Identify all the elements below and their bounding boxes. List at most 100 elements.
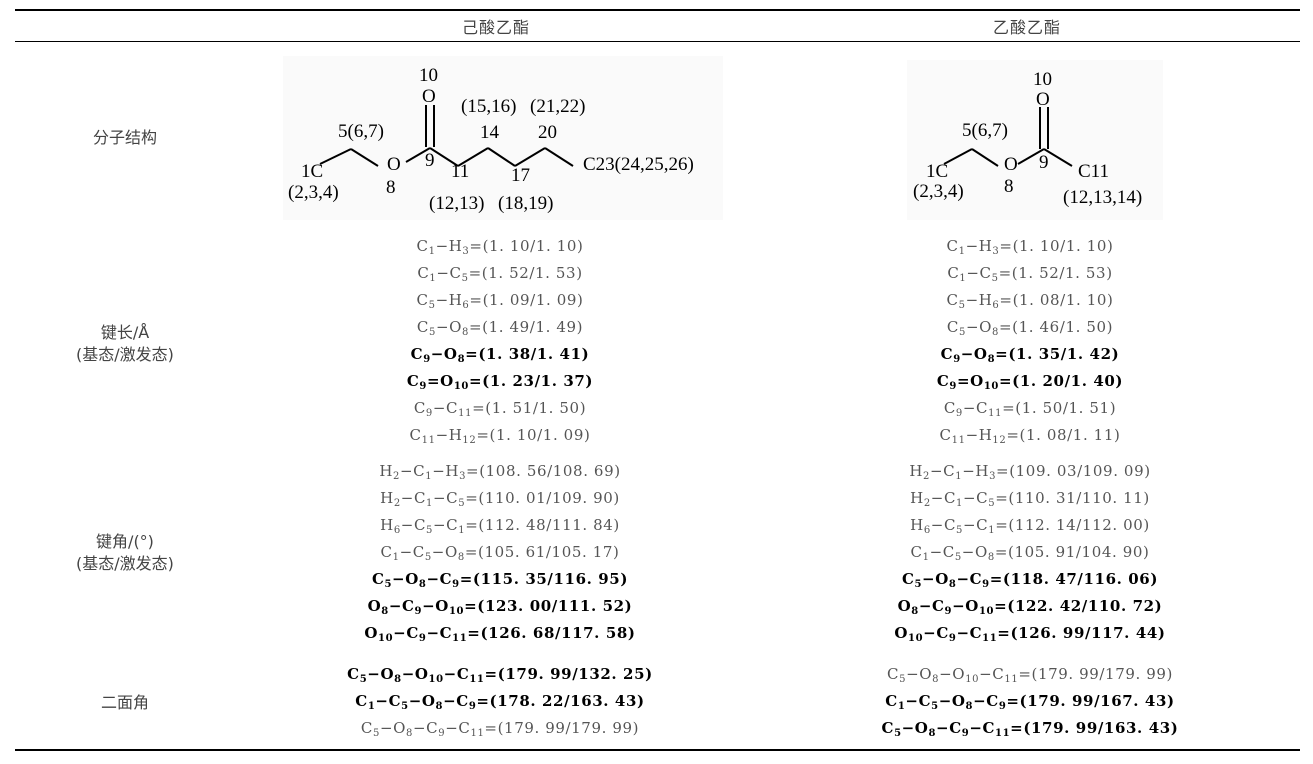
angle-c5-o8-c9: C5−O8−C9=(118. 47/116. 06) bbox=[901, 570, 1159, 590]
bond-c1-c5: C1−C5=(1. 52/1. 53) bbox=[417, 264, 583, 284]
angle-value: (112. 48/111. 84) bbox=[478, 516, 620, 534]
ethyl-acetate-structure: 10 O 5(6,7) 1C (2,3,4) O 8 9 C11 (12,13,… bbox=[907, 60, 1163, 220]
bond-c5-h6: C5−H6=(1. 09/1. 09) bbox=[416, 291, 584, 311]
angle-value: (122. 42/110. 72) bbox=[1007, 597, 1163, 615]
label-o10-number: 10 bbox=[419, 65, 438, 86]
label-h2: (2,3,4) bbox=[913, 181, 964, 202]
dihedral-label: 二面角 bbox=[100, 693, 149, 712]
angle-o8-c9-o10: O8−C9−O10=(123. 00/111. 52) bbox=[367, 597, 633, 617]
bond-value: (1. 10/1. 10) bbox=[482, 237, 584, 255]
row-label-dihedral: 二面角 bbox=[20, 692, 230, 714]
bond-c5-o8: C5−O8=(1. 49/1. 49) bbox=[416, 318, 584, 338]
bond-angles-ethyl-acetate: H2−C1−H3=(109. 03/109. 09) H2−C1−C5=(110… bbox=[760, 458, 1300, 647]
bond-value: (1. 10/1. 09) bbox=[489, 426, 591, 444]
label-h2: (2,3,4) bbox=[288, 182, 339, 203]
angle-h6-c5-c1: H6−C5−C1=(112. 14/112. 00) bbox=[910, 516, 1150, 536]
dihedral-value: (179. 99/132. 25) bbox=[497, 665, 653, 683]
row-label-bond-angle: 键角/(°) (基态/激发态) bbox=[20, 531, 230, 575]
bond-c9-o8: C9−O8=(1. 35/1. 42) bbox=[940, 345, 1120, 365]
structure-label: 分子结构 bbox=[92, 128, 157, 147]
bond-c9-o10: C9=O10=(1. 23/1. 37) bbox=[406, 372, 594, 392]
angle-value: (126. 99/117. 44) bbox=[1010, 624, 1166, 642]
angle-value: (118. 47/116. 06) bbox=[1002, 570, 1159, 588]
label-c5: 5(6,7) bbox=[338, 121, 384, 142]
bond-lengths-ethyl-acetate: C1−H3=(1. 10/1. 10) C1−C5=(1. 52/1. 53) … bbox=[760, 233, 1300, 449]
label-c11: C11 bbox=[1078, 161, 1109, 182]
table-header-rule bbox=[15, 41, 1300, 42]
label-c5: 5(6,7) bbox=[962, 120, 1008, 141]
dihedral-c5-o8-o10-c11: C5−O8−O10−C11=(179. 99/179. 99) bbox=[887, 665, 1173, 685]
bond-value: (1. 08/1. 11) bbox=[1019, 426, 1121, 444]
bond-value: (1. 35/1. 42) bbox=[1008, 345, 1120, 363]
label-c23: C23(24,25,26) bbox=[583, 154, 694, 175]
label-o8: O bbox=[387, 154, 401, 175]
label-c14: 14 bbox=[480, 122, 500, 143]
bond-c1-h3: C1−H3=(1. 10/1. 10) bbox=[946, 237, 1114, 257]
label-c9: 9 bbox=[425, 150, 435, 171]
dihedral-c5-o8-c9-c11: C5−O8−C9−C11=(179. 99/179. 99) bbox=[360, 719, 640, 739]
label-h18: (18,19) bbox=[498, 193, 553, 214]
table-bottom-rule bbox=[15, 749, 1300, 751]
angle-o10-c9-c11: O10−C9−C11=(126. 99/117. 44) bbox=[894, 624, 1166, 644]
label-h12: (12,13,14) bbox=[1063, 187, 1142, 208]
label-h15: (15,16) bbox=[461, 96, 516, 117]
angle-value: (123. 00/111. 52) bbox=[477, 597, 633, 615]
table-top-rule bbox=[15, 9, 1300, 11]
angle-h6-c5-c1: H6−C5−C1=(112. 48/111. 84) bbox=[380, 516, 620, 536]
bond-value: (1. 38/1. 41) bbox=[478, 345, 590, 363]
angle-value: (110. 31/110. 11) bbox=[1008, 489, 1150, 507]
bond-value: (1. 23/1. 37) bbox=[482, 372, 594, 390]
angle-value: (109. 03/109. 09) bbox=[1009, 462, 1151, 480]
bond-c11-h12: C11−H12=(1. 08/1. 11) bbox=[939, 426, 1121, 446]
label-o10-number: 10 bbox=[1033, 69, 1052, 90]
angle-c1-c5-o8: C1−C5−O8=(105. 61/105. 17) bbox=[380, 543, 620, 563]
label-h21: (21,22) bbox=[530, 96, 585, 117]
angle-h2-c1-h3: H2−C1−H3=(108. 56/108. 69) bbox=[379, 462, 621, 482]
bond-value: (1. 51/1. 50) bbox=[485, 399, 587, 417]
row-label-bond-length: 键长/Å (基态/激发态) bbox=[20, 322, 230, 366]
label-h12: (12,13) bbox=[429, 193, 484, 214]
angle-c5-o8-c9: C5−O8−C9=(115. 35/116. 95) bbox=[371, 570, 629, 590]
header-ethyl-acetate: 乙酸乙酯 bbox=[993, 18, 1062, 37]
bond-value: (1. 46/1. 50) bbox=[1012, 318, 1114, 336]
label-c20: 20 bbox=[538, 122, 557, 143]
label-n8: 8 bbox=[386, 177, 396, 198]
dihedral-c5-o8-c9-c11: C5−O8−C9−C11=(179. 99/163. 43) bbox=[881, 719, 1179, 739]
bond-value: (1. 52/1. 53) bbox=[1011, 264, 1113, 282]
bond-angle-sublabel: (基态/激发态) bbox=[76, 554, 174, 573]
angle-h2-c1-c5: H2−C1−C5=(110. 31/110. 11) bbox=[910, 489, 1150, 509]
bond-value: (1. 09/1. 09) bbox=[482, 291, 584, 309]
bond-length-label: 键长/Å bbox=[100, 323, 150, 342]
label-o10: O bbox=[422, 86, 436, 107]
angle-value: (108. 56/108. 69) bbox=[479, 462, 621, 480]
bond-angles-ethyl-hexanoate: H2−C1−H3=(108. 56/108. 69) H2−C1−C5=(110… bbox=[220, 458, 780, 647]
angle-value: (126. 68/117. 58) bbox=[480, 624, 636, 642]
label-n8: 8 bbox=[1004, 176, 1014, 197]
bond-c1-c5: C1−C5=(1. 52/1. 53) bbox=[947, 264, 1113, 284]
bond-value: (1. 49/1. 49) bbox=[482, 318, 584, 336]
angle-o10-c9-c11: O10−C9−C11=(126. 68/117. 58) bbox=[364, 624, 636, 644]
angle-value: (115. 35/116. 95) bbox=[472, 570, 629, 588]
angle-h2-c1-c5: H2−C1−C5=(110. 01/109. 90) bbox=[380, 489, 620, 509]
bond-c9-c11: C9−C11=(1. 51/1. 50) bbox=[413, 399, 587, 419]
angle-c1-c5-o8: C1−C5−O8=(105. 91/104. 90) bbox=[910, 543, 1150, 563]
bond-value: (1. 08/1. 10) bbox=[1012, 291, 1114, 309]
dihedral-c5-o8-o10-c11: C5−O8−O10−C11=(179. 99/132. 25) bbox=[347, 665, 653, 685]
bond-c5-h6: C5−H6=(1. 08/1. 10) bbox=[946, 291, 1114, 311]
bond-angle-label: 键角/(°) bbox=[96, 532, 154, 551]
bond-c1-h3: C1−H3=(1. 10/1. 10) bbox=[416, 237, 584, 257]
bond-length-sublabel: (基态/激发态) bbox=[76, 345, 174, 364]
bond-value: (1. 20/1. 40) bbox=[1012, 372, 1124, 390]
dihedral-value: (179. 99/179. 99) bbox=[1031, 665, 1173, 683]
header-ethyl-hexanoate: 己酸乙酯 bbox=[462, 18, 531, 37]
label-c17: 17 bbox=[511, 165, 530, 186]
dihedrals-ethyl-acetate: C5−O8−O10−C11=(179. 99/179. 99) C1−C5−O8… bbox=[760, 661, 1300, 742]
angle-value: (110. 01/109. 90) bbox=[478, 489, 620, 507]
bond-c9-c11: C9−C11=(1. 50/1. 51) bbox=[943, 399, 1117, 419]
angle-value: (105. 61/105. 17) bbox=[478, 543, 620, 561]
dihedral-c1-c5-o8-c9: C1−C5−O8−C9=(178. 22/163. 43) bbox=[355, 692, 645, 712]
bond-c9-o10: C9=O10=(1. 20/1. 40) bbox=[936, 372, 1124, 392]
bond-c9-o8: C9−O8=(1. 38/1. 41) bbox=[410, 345, 590, 365]
dihedral-value: (179. 99/167. 43) bbox=[1019, 692, 1175, 710]
label-c11: 11 bbox=[451, 161, 469, 182]
